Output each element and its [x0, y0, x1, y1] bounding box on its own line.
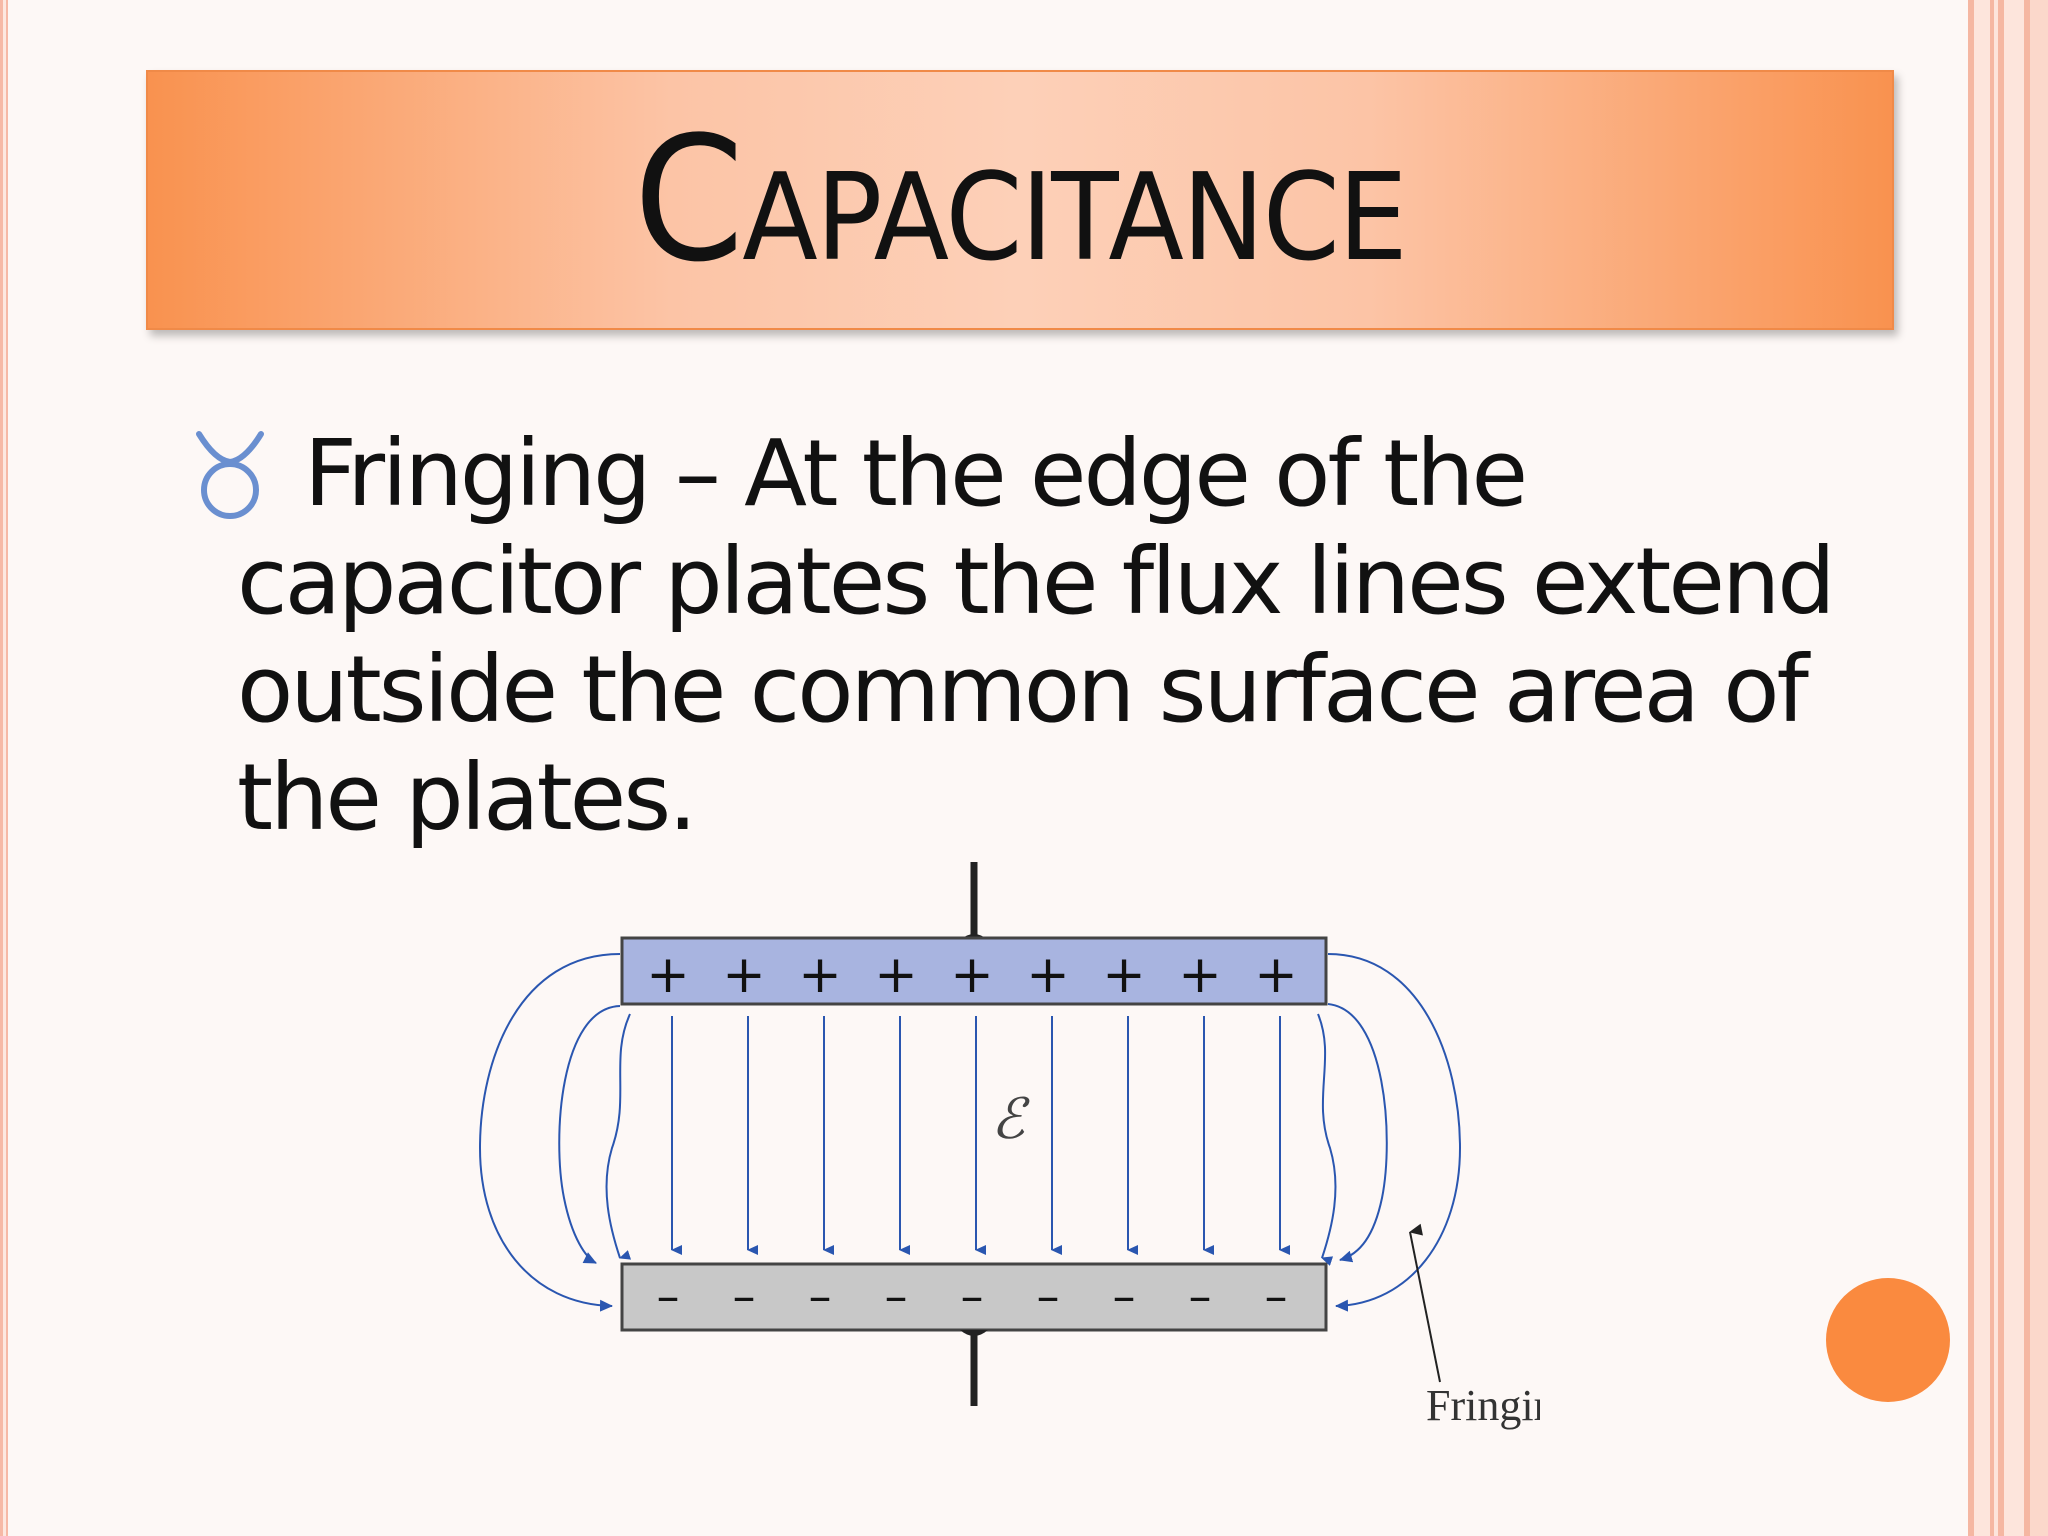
top-plate-charge: +: [798, 945, 842, 1005]
slide-title: Capacitance: [633, 99, 1408, 300]
bottom-plate-charge: –: [809, 1269, 832, 1323]
bottom-plate-charge: –: [1265, 1269, 1288, 1323]
bottom-plate-charge: –: [1113, 1269, 1136, 1323]
title-banner: Capacitance: [146, 70, 1894, 330]
top-plate-charge: +: [874, 945, 918, 1005]
bottom-plate-charge: –: [1037, 1269, 1060, 1323]
fringing-lines-left: [478, 953, 632, 1312]
bottom-plate-charge: –: [733, 1269, 756, 1323]
top-plate-charge: +: [646, 945, 690, 1005]
top-plate-charge: +: [722, 945, 766, 1005]
top-plate-charges: + + + + + + + + +: [646, 945, 1298, 1005]
fringing-lines-right: [1317, 953, 1462, 1312]
bottom-plate-charges: –––––––––: [657, 1269, 1288, 1323]
bullet-text: Fringing – At the edge of the capacitor …: [237, 420, 1836, 851]
bottom-plate-charge: –: [1189, 1269, 1212, 1323]
bottom-plate-charge: –: [961, 1269, 984, 1323]
top-plate-charge: +: [1026, 945, 1070, 1005]
fringing-label: Fringing: [1426, 1381, 1540, 1430]
taurus-symbol-icon: [196, 431, 264, 519]
top-plate: [620, 936, 1328, 1006]
bottom-plate-charge: –: [657, 1269, 680, 1323]
top-plate-charge: +: [1102, 945, 1146, 1005]
field-symbol: ℰ: [991, 1087, 1030, 1152]
decorative-orange-circle: [1826, 1278, 1950, 1402]
top-plate-charge: +: [950, 945, 994, 1005]
slide-border-right: [1968, 0, 2048, 1536]
bottom-plate-charge: –: [885, 1269, 908, 1323]
slide-border-left: [0, 0, 10, 1536]
fringing-pointer-arrow: [1409, 1223, 1441, 1383]
top-plate-charge: +: [1178, 945, 1222, 1005]
bullet-block: Fringing – At the edge of the capacitor …: [195, 420, 1885, 852]
top-plate-charge: +: [1254, 945, 1298, 1005]
field-lines: [671, 1016, 1290, 1255]
capacitor-fringing-diagram: +++++++++ ––––––––– ℰ Fringing: [478, 862, 1540, 1430]
